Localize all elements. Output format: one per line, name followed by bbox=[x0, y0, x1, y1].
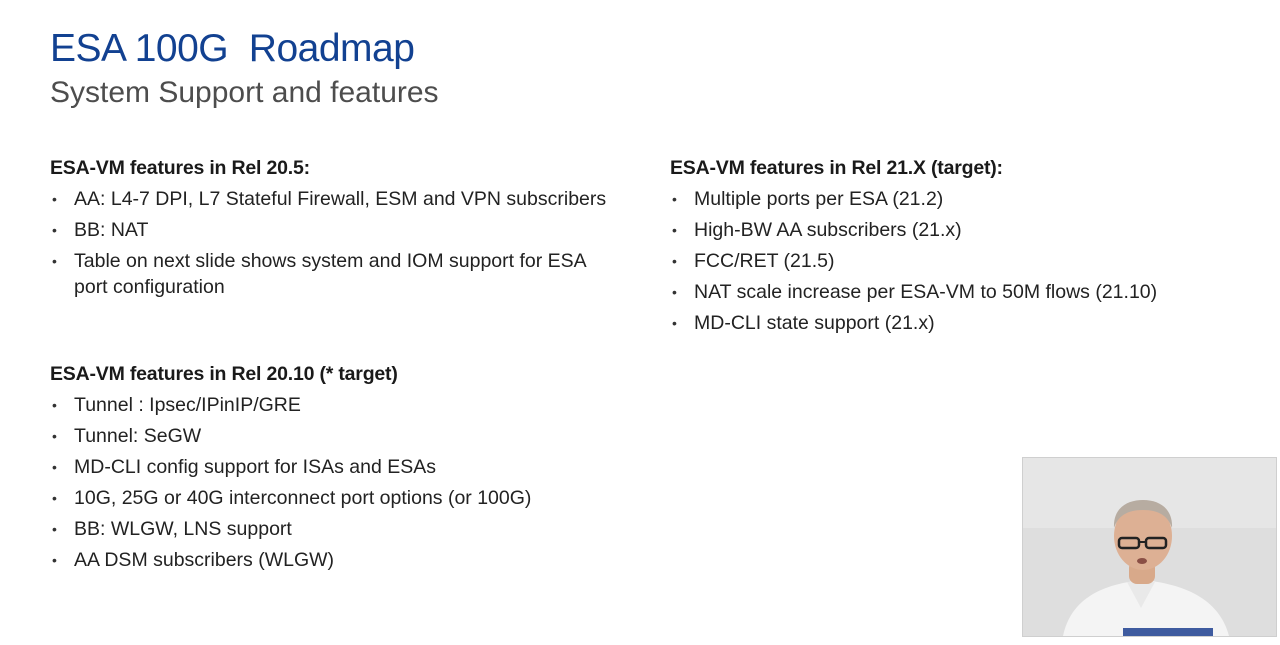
list-item: • 10G, 25G or 40G interconnect port optio… bbox=[50, 485, 610, 511]
bullet-icon: • bbox=[672, 222, 677, 238]
bullet-icon: • bbox=[52, 552, 57, 568]
list-item: • BB: NAT bbox=[50, 217, 610, 243]
list-item: • MD-CLI state support (21.x) bbox=[670, 310, 1230, 336]
section-heading: ESA-VM features in Rel 21.X (target): bbox=[670, 157, 1003, 179]
section-heading: ESA-VM features in Rel 20.10 (* target) bbox=[50, 363, 398, 385]
list-item-text: NAT scale increase per ESA-VM to 50M flo… bbox=[694, 281, 1158, 303]
list-item-text: BB: NAT bbox=[74, 219, 149, 241]
presenter-video-icon bbox=[1023, 458, 1276, 636]
bullet-icon: • bbox=[672, 284, 677, 300]
bullet-icon: • bbox=[672, 253, 677, 269]
bullet-list: • Multiple ports per ESA (21.2) • High-BW … bbox=[670, 186, 1230, 336]
list-item-text: Table on next slide shows system and IOM… bbox=[74, 250, 586, 298]
section-rel-20-5: ESA-VM features in Rel 20.5: • AA: L4-7 D… bbox=[50, 155, 610, 305]
bullet-icon: • bbox=[52, 191, 57, 207]
list-item-text: AA: L4-7 DPI, L7 Stateful Firewall, ESM … bbox=[74, 188, 607, 210]
list-item: • FCC/RET (21.5) bbox=[670, 248, 1230, 274]
bullet-icon: • bbox=[52, 490, 57, 506]
list-item-text: MD-CLI state support (21.x) bbox=[694, 312, 935, 334]
bullet-icon: • bbox=[52, 428, 57, 444]
list-item-text: 10G, 25G or 40G interconnect port option… bbox=[74, 487, 532, 509]
bullet-icon: • bbox=[52, 459, 57, 475]
list-item-text: Tunnel : Ipsec/IPinIP/GRE bbox=[74, 394, 301, 416]
list-item: • Tunnel : Ipsec/IPinIP/GRE bbox=[50, 392, 610, 418]
section-rel-21-x: ESA-VM features in Rel 21.X (target): • M… bbox=[670, 155, 1230, 341]
list-item-text: Tunnel: SeGW bbox=[74, 425, 202, 447]
bullet-icon: • bbox=[52, 521, 57, 537]
list-item: • High-BW AA subscribers (21.x) bbox=[670, 217, 1230, 243]
bullet-icon: • bbox=[672, 191, 677, 207]
bullet-list: • Tunnel : Ipsec/IPinIP/GRE • Tunnel: SeGW… bbox=[50, 392, 610, 573]
list-item-text: Multiple ports per ESA (21.2) bbox=[694, 188, 944, 210]
list-item-text: AA DSM subscribers (WLGW) bbox=[74, 549, 335, 571]
list-item: • Tunnel: SeGW bbox=[50, 423, 610, 449]
list-item: • NAT scale increase per ESA-VM to 50M fl… bbox=[670, 279, 1230, 305]
list-item: • Multiple ports per ESA (21.2) bbox=[670, 186, 1230, 212]
list-item: • Table on next slide shows system and IO… bbox=[50, 248, 610, 300]
list-item-text: FCC/RET (21.5) bbox=[694, 250, 835, 272]
slide-title: ESA 100G Roadmap bbox=[50, 27, 415, 70]
list-item: • AA: L4-7 DPI, L7 Stateful Firewall, ESM… bbox=[50, 186, 610, 212]
presenter-video bbox=[1022, 457, 1277, 637]
bullet-icon: • bbox=[672, 315, 677, 331]
section-rel-20-10: ESA-VM features in Rel 20.10 (* target) … bbox=[50, 361, 610, 578]
section-heading: ESA-VM features in Rel 20.5: bbox=[50, 157, 310, 179]
bullet-icon: • bbox=[52, 222, 57, 238]
bullet-list: • AA: L4-7 DPI, L7 Stateful Firewall, ESM… bbox=[50, 186, 610, 300]
list-item: • AA DSM subscribers (WLGW) bbox=[50, 547, 610, 573]
list-item-text: High-BW AA subscribers (21.x) bbox=[694, 219, 962, 241]
list-item-text: BB: WLGW, LNS support bbox=[74, 518, 292, 540]
slide-subtitle: System Support and features bbox=[50, 76, 439, 109]
bullet-icon: • bbox=[52, 397, 57, 413]
list-item: • BB: WLGW, LNS support bbox=[50, 516, 610, 542]
list-item-text: MD-CLI config support for ISAs and ESAs bbox=[74, 456, 436, 478]
list-item: • MD-CLI config support for ISAs and ESAs bbox=[50, 454, 610, 480]
bullet-icon: • bbox=[52, 253, 57, 269]
